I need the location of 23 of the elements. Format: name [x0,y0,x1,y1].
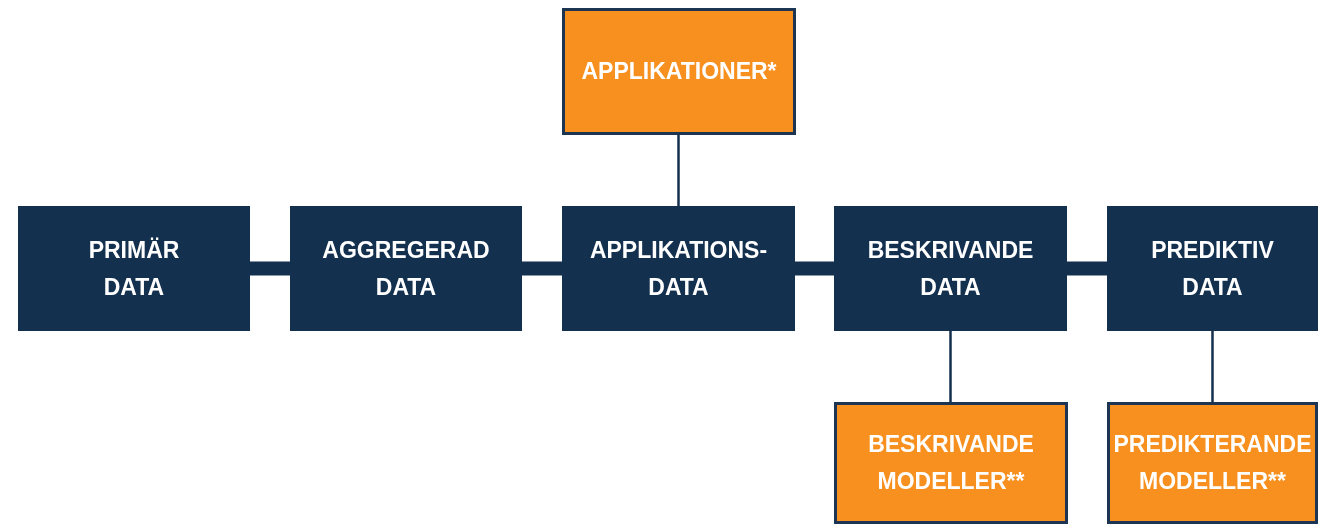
box-label: BESKRIVANDE MODELLER** [868,430,1034,496]
connector-line [1067,261,1107,276]
connector-line [677,135,680,206]
process-box [562,206,795,331]
highlight-box [562,8,796,135]
box-label: APPLIKATIONS- DATA [589,235,768,302]
connector-line [949,331,952,402]
connector-line [795,261,834,276]
highlight-box [834,402,1068,524]
process-box [1107,206,1318,331]
process-box [834,206,1067,331]
connector-line [1211,331,1214,402]
process-box [290,206,522,331]
box-label: APPLIKATIONER* [581,57,777,86]
connector-line [250,261,290,276]
connector-line [522,261,562,276]
box-label: PREDIKTIV DATA [1151,235,1274,302]
highlight-box [1107,402,1318,524]
process-box [18,206,250,331]
box-label: PREDIKTERANDE MODELLER** [1113,430,1312,496]
box-label: AGGREGERAD DATA [322,235,490,302]
box-label: BESKRIVANDE DATA [867,235,1034,302]
box-label: PRIMÄR DATA [88,235,180,302]
